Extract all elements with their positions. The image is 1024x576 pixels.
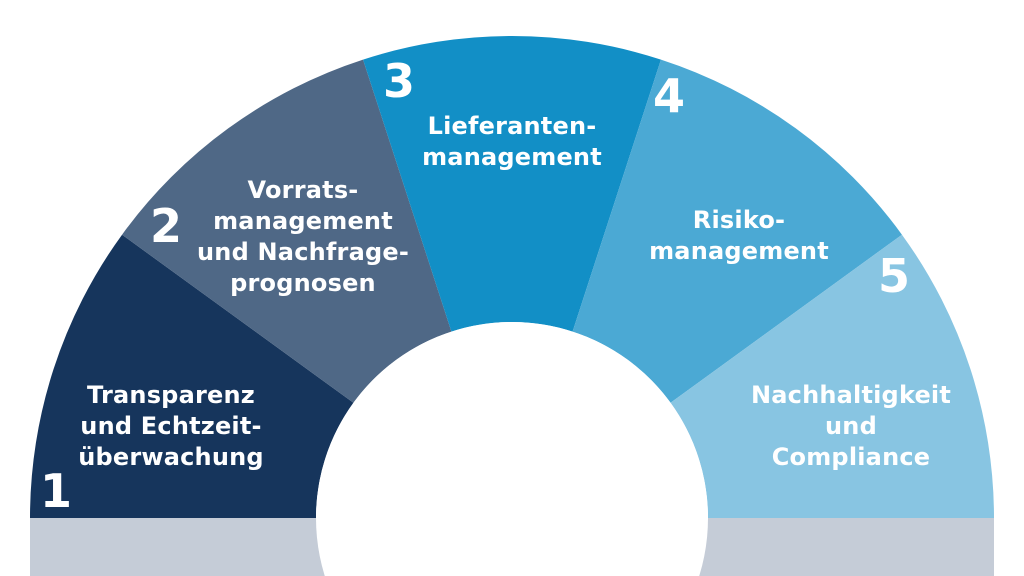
segment-5-label-line: Nachhaltigkeit bbox=[750, 381, 952, 409]
segment-2-label-line: prognosen bbox=[230, 269, 376, 297]
segment-4 bbox=[572, 59, 902, 403]
segment-2-number: 2 bbox=[150, 199, 183, 253]
segment-3 bbox=[363, 35, 661, 332]
segment-1-number: 1 bbox=[40, 464, 73, 518]
segment-5-label: Nachhaltigkeit und Compliance bbox=[751, 380, 951, 473]
segment-3-label: Lieferanten- management bbox=[422, 111, 602, 173]
segment-2-label-line: und Nachfrage- bbox=[197, 238, 409, 266]
segment-4-label: Risiko- management bbox=[649, 205, 829, 267]
segment-3-label-line: management bbox=[422, 143, 602, 171]
segment-2-label-line: Vorrats- bbox=[247, 176, 359, 204]
segment-4-number: 4 bbox=[653, 69, 686, 123]
segment-5 bbox=[670, 234, 994, 518]
segment-2 bbox=[122, 59, 452, 403]
segment-1-label: Transparenz und Echtzeit- überwachung bbox=[78, 380, 264, 473]
segment-1-label-line: und Echtzeit- bbox=[80, 412, 262, 440]
segment-1-label-line: Transparenz bbox=[87, 381, 255, 409]
segment-2-label: Vorrats- management und Nachfrage- progn… bbox=[197, 175, 409, 299]
segment-5-label-line: und bbox=[825, 412, 877, 440]
center-hole bbox=[316, 322, 708, 576]
segment-4-label-line: Risiko- bbox=[692, 206, 786, 234]
segment-5-label-line: Compliance bbox=[771, 443, 931, 471]
segment-3-label-line: Lieferanten- bbox=[427, 112, 597, 140]
segment-3-number: 3 bbox=[383, 54, 416, 108]
segment-5-number: 5 bbox=[878, 249, 911, 303]
segment-2-label-line: management bbox=[213, 207, 393, 235]
segment-4-label-line: management bbox=[649, 237, 829, 265]
segment-1-label-line: überwachung bbox=[78, 443, 264, 471]
segment-1 bbox=[30, 234, 354, 518]
